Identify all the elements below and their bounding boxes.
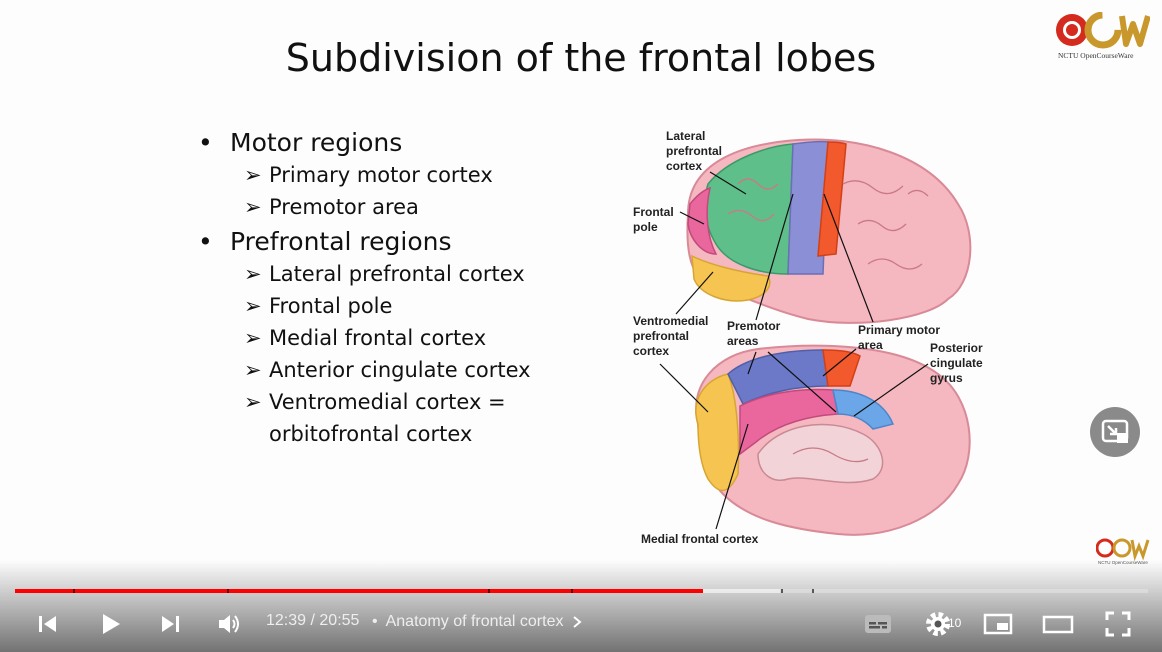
next-icon bbox=[162, 616, 179, 632]
exit-pip-button[interactable] bbox=[1090, 407, 1140, 457]
previous-icon bbox=[39, 616, 56, 632]
bullet-list: •Motor regions ➢Primary motor cortex ➢Pr… bbox=[198, 126, 598, 450]
chapter-button[interactable]: • Anatomy of frontal cortex bbox=[372, 613, 583, 631]
volume-icon bbox=[219, 615, 239, 633]
svg-text:area: area bbox=[858, 338, 883, 352]
svg-text:areas: areas bbox=[727, 334, 759, 348]
sub-bullet-item: ➢Primary motor cortex bbox=[244, 163, 493, 187]
svg-text:Ventromedial: Ventromedial bbox=[633, 314, 708, 328]
subtitles-icon bbox=[865, 615, 891, 633]
chapter-dot: • bbox=[372, 613, 378, 630]
current-time: 12:39 bbox=[266, 612, 307, 629]
slide-title: Subdivision of the frontal lobes bbox=[285, 36, 877, 80]
svg-text:gyrus: gyrus bbox=[930, 371, 963, 385]
svg-text:prefrontal: prefrontal bbox=[666, 144, 722, 158]
sub-bullet-item: ➢Anterior cingulate cortex bbox=[244, 358, 531, 382]
time-display: 12:39 / 20:55 bbox=[266, 612, 359, 630]
bullet-item: •Motor regions bbox=[198, 128, 403, 157]
svg-text:NCTU OpenCourseWare: NCTU OpenCourseWare bbox=[1058, 51, 1134, 60]
sub-bullet-item: ➢Medial frontal cortex bbox=[244, 326, 487, 350]
svg-text:prefrontal: prefrontal bbox=[633, 329, 689, 343]
sub-bullet-item: ➢Premotor area bbox=[244, 195, 419, 219]
sub-bullet-item: orbitofrontal cortex bbox=[269, 422, 473, 446]
previous-button[interactable] bbox=[30, 604, 64, 644]
theater-mode-button[interactable] bbox=[1038, 604, 1078, 644]
time-separator: / bbox=[306, 612, 320, 629]
next-button[interactable] bbox=[154, 604, 188, 644]
svg-text:cortex: cortex bbox=[633, 344, 669, 358]
svg-text:Medial frontal cortex: Medial frontal cortex bbox=[641, 532, 759, 546]
svg-text:Frontal: Frontal bbox=[633, 205, 674, 219]
settings-icon bbox=[926, 612, 950, 636]
brain-diagram: Lateral prefrontal cortex Frontal pole V… bbox=[633, 129, 983, 546]
sub-bullet-item: ➢Lateral prefrontal cortex bbox=[244, 262, 525, 286]
play-icon bbox=[103, 614, 120, 634]
play-button[interactable] bbox=[92, 604, 128, 644]
bullet-item: •Prefrontal regions bbox=[198, 227, 452, 256]
chapter-marker bbox=[227, 589, 229, 593]
subtitles-button[interactable] bbox=[858, 604, 898, 644]
duration: 20:55 bbox=[319, 612, 360, 629]
exit-pip-icon bbox=[1101, 419, 1129, 443]
svg-text:cingulate: cingulate bbox=[930, 356, 983, 370]
svg-text:Premotor: Premotor bbox=[727, 319, 781, 333]
sub-bullet-item: ➢Ventromedial cortex = bbox=[244, 390, 506, 414]
miniplayer-icon bbox=[983, 613, 1013, 635]
chapter-marker bbox=[812, 589, 814, 593]
progress-played bbox=[15, 589, 703, 593]
theater-icon bbox=[1042, 615, 1074, 634]
chapter-marker bbox=[571, 589, 573, 593]
chapter-title: Anatomy of frontal cortex bbox=[385, 613, 564, 630]
chapter-marker bbox=[781, 589, 783, 593]
settings-button[interactable] bbox=[918, 604, 958, 644]
progress-bar[interactable] bbox=[15, 589, 1148, 593]
svg-text:Lateral: Lateral bbox=[666, 129, 705, 143]
fullscreen-button[interactable] bbox=[1098, 604, 1138, 644]
lateral-brain-view bbox=[686, 138, 972, 324]
medial-brain-view bbox=[695, 344, 971, 536]
fullscreen-icon bbox=[1105, 611, 1131, 637]
chapter-marker bbox=[488, 589, 490, 593]
player-controls-gradient bbox=[0, 560, 1162, 652]
sub-bullet-item: ➢Frontal pole bbox=[244, 294, 393, 318]
svg-text:Posterior: Posterior bbox=[930, 341, 983, 355]
settings-badge: 10 bbox=[948, 616, 962, 630]
svg-text:pole: pole bbox=[633, 220, 658, 234]
chapter-marker bbox=[73, 589, 75, 593]
svg-text:cortex: cortex bbox=[666, 159, 702, 173]
svg-text:Primary motor: Primary motor bbox=[858, 323, 940, 337]
miniplayer-button[interactable] bbox=[978, 604, 1018, 644]
ocw-logo: NCTU OpenCourseWare bbox=[1056, 12, 1150, 60]
volume-button[interactable] bbox=[212, 604, 246, 644]
chevron-right-icon bbox=[573, 616, 583, 628]
